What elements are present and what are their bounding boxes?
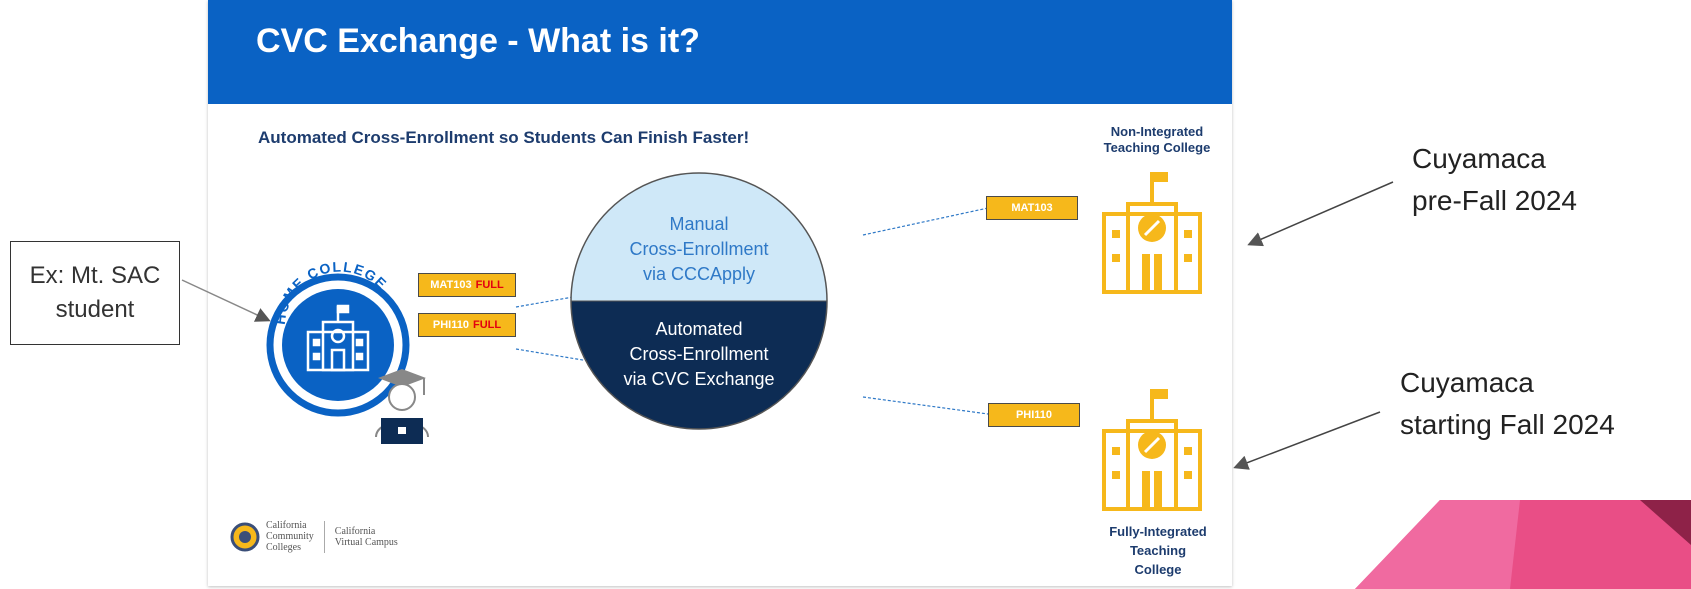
ccc-name: California Community Colleges	[266, 520, 314, 553]
course-code: PHI110	[432, 319, 469, 331]
circle-text-line: Cross-Enrollment	[629, 239, 769, 259]
course-tag-phi110: PHI110	[988, 403, 1080, 427]
footer-logos: California Community Colleges California…	[230, 520, 398, 553]
note-arrow	[1247, 181, 1394, 247]
note-line: Cuyamaca	[1412, 143, 1546, 174]
tagline: Automated Cross-Enrollment so Students C…	[258, 128, 750, 147]
example-callout-box: Ex: Mt. SAC student	[10, 241, 180, 345]
slide: CVC Exchange - What is it? Automated Cro…	[208, 0, 1232, 586]
manual-enrollment-text: Manual Cross-Enrollment via CCCApply	[608, 212, 790, 287]
course-tag-phi110-full: PHI110 FULL	[418, 313, 516, 337]
title-banner: CVC Exchange - What is it?	[208, 0, 1232, 104]
label-line: Teaching	[1129, 543, 1187, 558]
circle-text-line: via CVC Exchange	[623, 369, 775, 389]
callout-line: Ex: Mt. SAC	[29, 262, 161, 289]
footer-text-line: Community	[266, 531, 314, 542]
note-starting-fall-2024: Cuyamaca starting Fall 2024	[1400, 362, 1615, 446]
label-line: Teaching College	[1103, 140, 1211, 155]
footer-text-line: California	[266, 520, 307, 531]
label-line: College	[1134, 562, 1182, 577]
ccc-seal-icon	[230, 522, 260, 551]
callout-arrow	[181, 279, 271, 322]
home-college-emblem: HOME COLLEGE	[266, 258, 410, 417]
course-code: MAT103	[430, 279, 472, 291]
circle-text-line: Manual	[669, 214, 729, 234]
note-pre-fall-2024: Cuyamaca pre-Fall 2024	[1412, 138, 1577, 222]
corner-decoration	[1355, 500, 1520, 589]
callout-line: student	[55, 296, 135, 323]
course-status: FULL	[472, 319, 502, 331]
label-line: Fully-Integrated	[1109, 524, 1207, 539]
non-integrated-label: Non-Integrated Teaching College	[1082, 124, 1232, 156]
connector-line	[862, 207, 989, 236]
label-line: Non-Integrated	[1110, 124, 1204, 139]
college-building-icon	[1102, 172, 1202, 294]
school-building-icon	[306, 304, 370, 372]
footer-text-line: Virtual Campus	[334, 536, 398, 548]
footer-text-line: California	[334, 525, 376, 537]
course-tag-mat103-full: MAT103 FULL	[418, 273, 516, 297]
note-line: starting Fall 2024	[1400, 409, 1615, 440]
slide-title: CVC Exchange - What is it?	[256, 22, 700, 60]
note-line: Cuyamaca	[1400, 367, 1534, 398]
course-status: FULL	[475, 279, 504, 291]
enrollment-circle	[570, 172, 828, 430]
automated-enrollment-text: Automated Cross-Enrollment via CVC Excha…	[608, 317, 790, 392]
graduate-student-icon	[375, 369, 429, 444]
circle-text-line: Automated	[655, 319, 743, 339]
circle-text-line: via CCCApply	[642, 264, 756, 284]
note-line: pre-Fall 2024	[1412, 185, 1577, 216]
corner-decoration	[1640, 500, 1691, 545]
divider	[323, 520, 325, 553]
course-tag-mat103: MAT103	[986, 196, 1078, 220]
fully-integrated-label: Fully-Integrated Teaching College	[1088, 522, 1228, 579]
cvc-name: California Virtual Campus	[335, 526, 398, 548]
connector-line	[862, 396, 989, 415]
course-code: MAT103	[1011, 202, 1053, 214]
circle-text-line: Cross-Enrollment	[629, 344, 769, 364]
college-building-icon	[1102, 389, 1202, 511]
note-arrow	[1233, 411, 1381, 470]
course-code: PHI110	[1015, 409, 1053, 421]
footer-text-line: Colleges	[266, 542, 301, 553]
